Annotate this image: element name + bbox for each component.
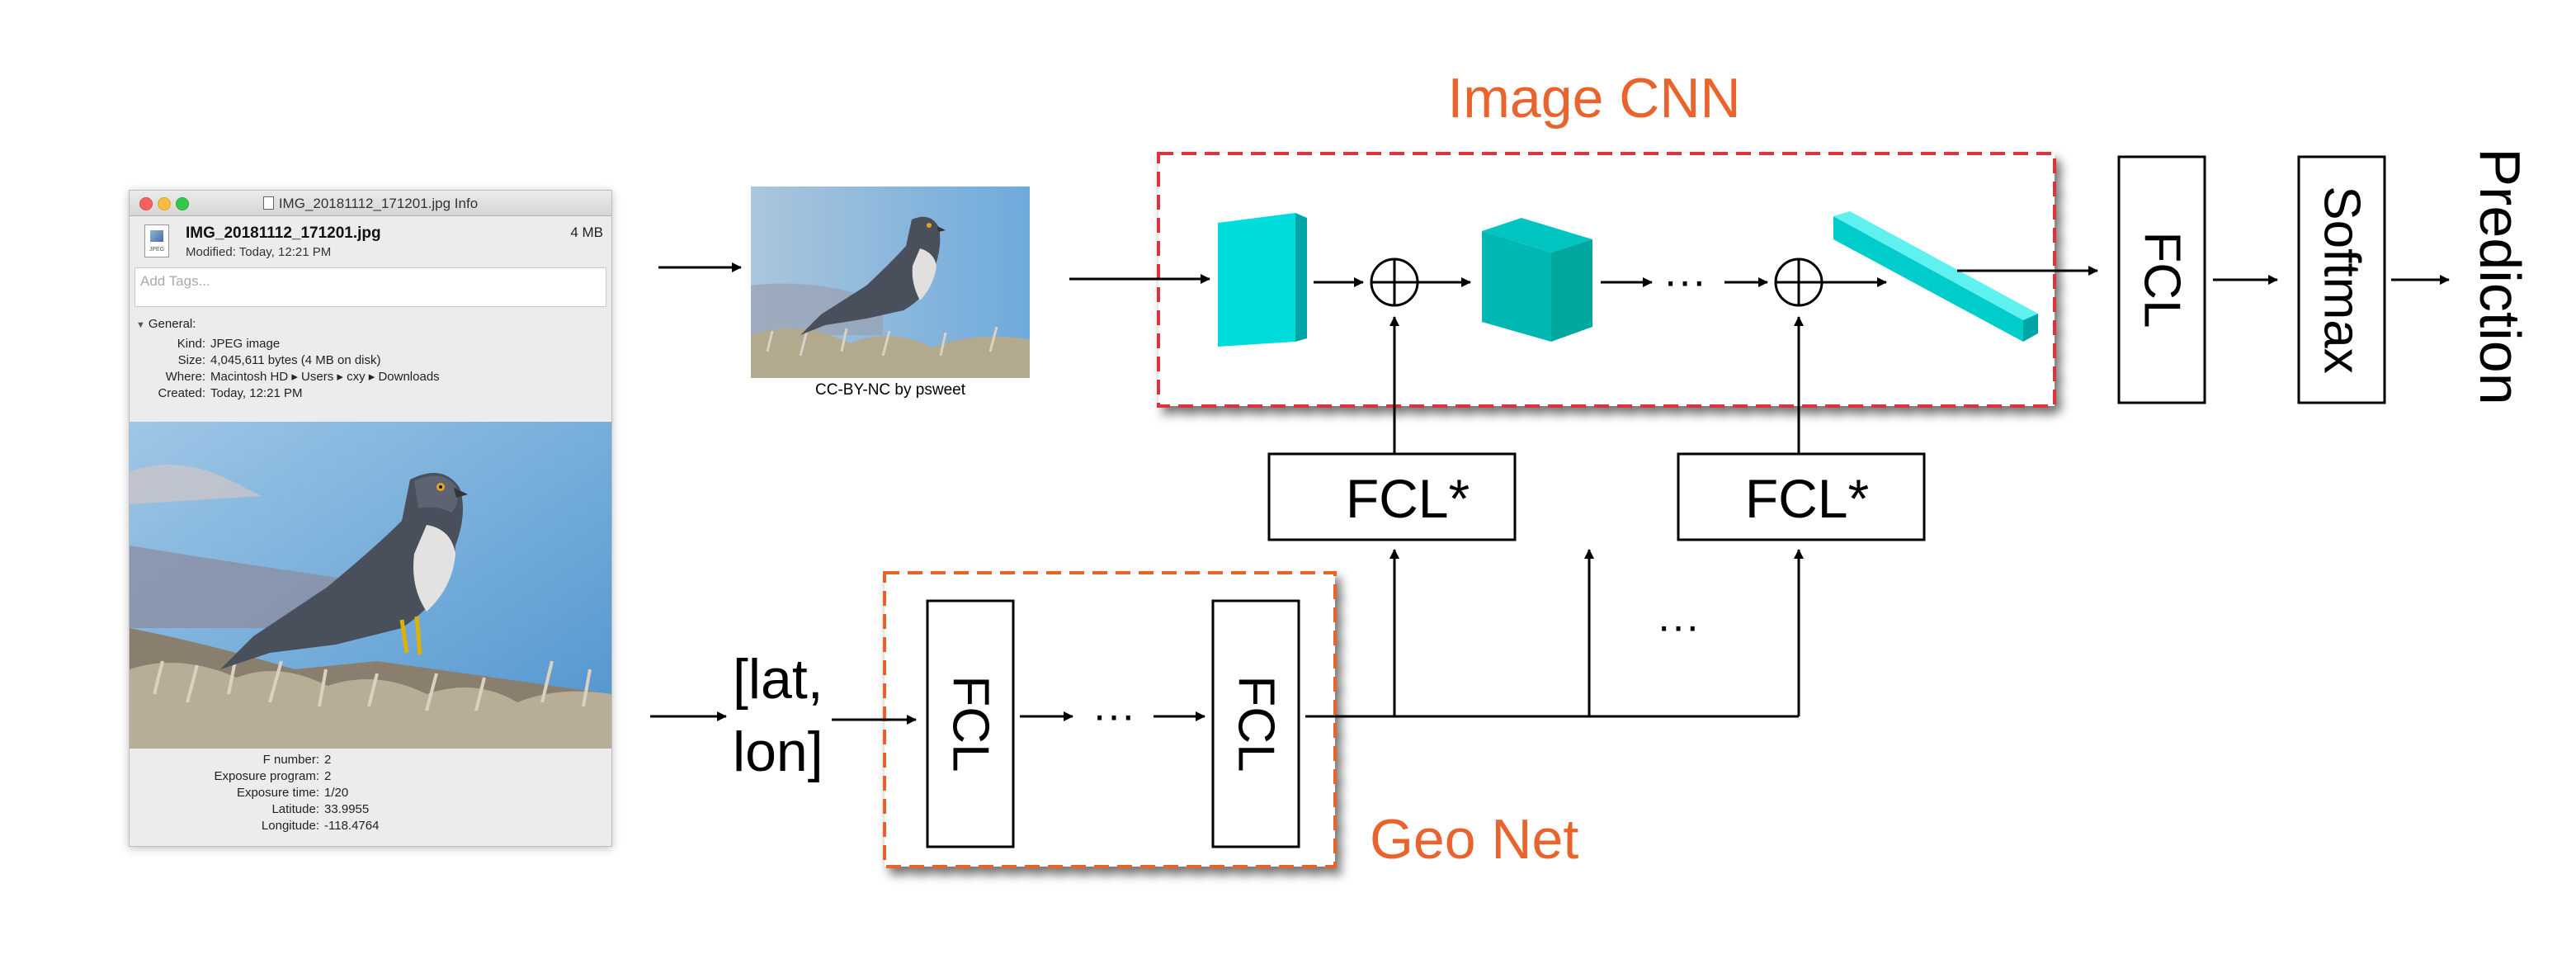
hawk-photo-preview — [130, 422, 611, 749]
exif-row-latitude: Latitude: 33.9955 — [130, 801, 611, 818]
info-value: Macintosh HD ▸ Users ▸ cxy ▸ Downloads — [210, 370, 440, 384]
exif-row-longitude: Longitude: -118.4764 — [130, 818, 611, 834]
zoom-window-button[interactable] — [176, 197, 189, 210]
fcl-star-ellipsis: ··· — [1657, 602, 1700, 650]
info-value: 4,045,611 bytes (4 MB on disk) — [210, 353, 381, 367]
window-title-text: IMG_20181112_171201.jpg Info — [278, 196, 479, 211]
geo-fcl-box-2 — [1211, 599, 1300, 848]
document-icon — [262, 196, 274, 210]
close-window-button[interactable] — [139, 197, 153, 210]
exif-value: 2 — [324, 769, 332, 783]
info-row-created: Created: Today, 12:21 PM — [130, 385, 611, 402]
exif-value: 1/20 — [324, 786, 349, 800]
info-row-size: Size: 4,045,611 bytes (4 MB on disk) — [130, 352, 611, 369]
general-section-label: General: — [148, 317, 196, 331]
fcl-star-box-2 — [1677, 452, 1926, 541]
photo-caption: CC-BY-NC by psweet — [815, 381, 965, 399]
exif-row-f-number: F number: 2 — [130, 752, 611, 768]
geo-input-lon: lon] — [733, 721, 823, 783]
info-key: Created: — [158, 386, 205, 400]
exif-value: 2 — [324, 753, 332, 767]
tags-input[interactable]: Add Tags... — [134, 267, 606, 307]
exif-key: Exposure program: — [214, 769, 319, 783]
conv-block-3 — [1833, 211, 2038, 342]
info-key: Where: — [165, 370, 205, 384]
softmax-label: Softmax — [2314, 186, 2371, 373]
fcl-star-label-2: FCL* — [1745, 468, 1869, 529]
geo-ellipsis: ··· — [1092, 692, 1135, 739]
exif-key: Exposure time: — [236, 786, 319, 800]
info-key: Kind: — [177, 337, 205, 351]
window-titlebar: IMG_20181112_171201.jpg Info — [130, 191, 611, 216]
general-section-toggle[interactable]: ▼General: — [130, 317, 611, 331]
general-info-list: Kind: JPEG image Size: 4,045,611 bytes (4 … — [130, 331, 611, 402]
residual-add-1 — [1370, 257, 1419, 307]
exif-row-exposure-time: Exposure time: 1/20 — [130, 785, 611, 801]
output-fcl-box — [2117, 155, 2206, 404]
cnn-ellipsis: ··· — [1663, 257, 1706, 305]
disclosure-triangle-icon[interactable]: ▼ — [136, 320, 145, 330]
geo-fcl-label-2: FCL — [1228, 675, 1285, 772]
prediction-label: Prediction — [2468, 148, 2532, 404]
geo-fcl-label-1: FCL — [942, 675, 999, 772]
file-modified: Modified: Today, 12:21 PM — [186, 245, 332, 259]
info-row-kind: Kind: JPEG image — [130, 336, 611, 352]
info-key: Size: — [177, 353, 205, 367]
fcl-star-box-1 — [1267, 452, 1517, 541]
file-info-window: IMG_20181112_171201.jpg Info JPEG IMG_20… — [129, 190, 612, 847]
info-value: JPEG image — [210, 337, 281, 351]
image-cnn-label: Image CNN — [1447, 67, 1740, 130]
geo-fcl-box-1 — [926, 599, 1015, 848]
window-title: IMG_20181112_171201.jpg Info — [130, 196, 611, 212]
jpeg-file-icon: JPEG — [144, 224, 169, 257]
geo-net-label: Geo Net — [1370, 808, 1578, 871]
exif-row-exposure-program: Exposure program: 2 — [130, 768, 611, 785]
conv-block-2 — [1482, 218, 1592, 342]
image-cnn-container — [1157, 152, 2056, 408]
info-row-where: Where: Macintosh HD ▸ Users ▸ cxy ▸ Downl… — [130, 369, 611, 385]
exif-value: -118.4764 — [324, 819, 380, 833]
minimize-window-button[interactable] — [158, 197, 171, 210]
fcl-star-label-1: FCL* — [1346, 468, 1470, 529]
output-fcl-label: FCL — [2134, 231, 2191, 328]
softmax-box — [2297, 155, 2386, 404]
exif-key: Latitude: — [271, 802, 319, 816]
exif-key: F number: — [262, 753, 319, 767]
geo-input-lat: [lat, — [733, 648, 823, 711]
file-name: IMG_20181112_171201.jpg — [186, 224, 381, 242]
file-size: 4 MB — [570, 224, 603, 240]
exif-info-list: F number: 2 Exposure program: 2 Exposure t… — [130, 752, 611, 834]
conv-block-1 — [1218, 213, 1307, 347]
info-value: Today, 12:21 PM — [210, 386, 303, 400]
input-hawk-photo — [751, 187, 1030, 378]
file-header: JPEG IMG_20181112_171201.jpg 4 MB Modifi… — [130, 216, 611, 267]
exif-key: Longitude: — [261, 819, 319, 833]
residual-add-2 — [1774, 257, 1823, 307]
exif-value: 33.9955 — [324, 802, 370, 816]
